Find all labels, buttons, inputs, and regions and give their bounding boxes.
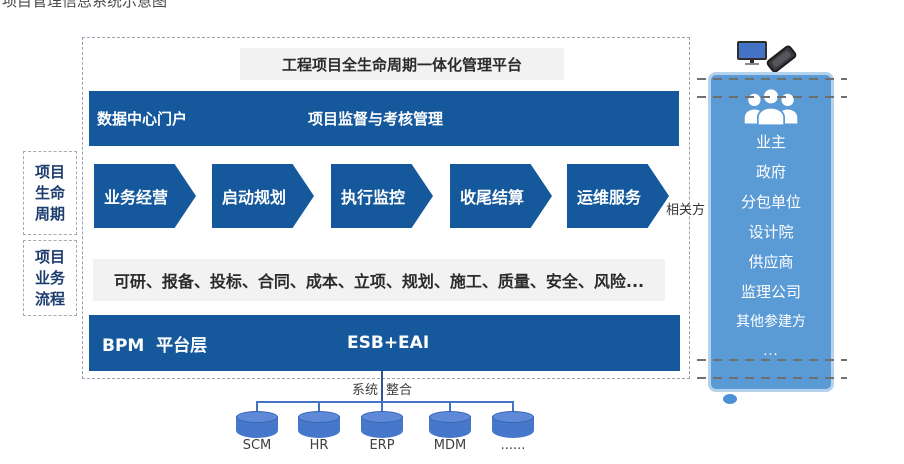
system-label-erp: ERP [369, 438, 395, 453]
panel-dashed-line [697, 96, 847, 98]
stage-label: 执行监控 [340, 188, 405, 207]
stakeholder-design-institute: 设计院 [748, 223, 794, 241]
stage-label: 收尾结算 [459, 188, 524, 207]
stakeholder-more: ... [763, 344, 779, 359]
integration-label-left: 系统 [352, 383, 379, 398]
database-icon-scm [236, 411, 278, 438]
system-label-more: ...... [500, 438, 526, 453]
database-icon-more [492, 411, 534, 438]
systems-connector-line [256, 401, 514, 403]
database-icon-hr [298, 411, 340, 438]
clipped-caption: 项目管理信息系统示意图 [2, 0, 168, 10]
lifecycle-label: 项目生命周期 [34, 162, 65, 223]
supervision-assessment-label: 项目监督与考核管理 [308, 110, 444, 128]
integration-label-right: 整合 [386, 383, 413, 398]
smartphone-icon [765, 43, 798, 75]
stakeholder-other-participants: 其他参建方 [736, 314, 806, 330]
business-process-strip: 可研、报备、投标、合同、成本、立项、规划、施工、质量、安全、风险... [93, 259, 665, 301]
platform-title-box: 工程项目全生命周期一体化管理平台 [240, 48, 564, 80]
stakeholders-note: 相关方 [666, 203, 706, 218]
stage-arrow-closeout-settlement: 收尾结算 [450, 164, 552, 228]
platform-boundary-box [82, 37, 690, 379]
database-icon-erp [361, 411, 403, 438]
stage-arrow-operation-service: 运维服务 [567, 164, 669, 228]
stage-arrow-execution-monitoring: 执行监控 [331, 164, 433, 228]
business-process-label: 项目业务流程 [34, 247, 65, 308]
system-label-mdm: MDM [433, 438, 467, 453]
esb-eai-label: ESB+EAI [347, 333, 430, 353]
integration-stem-line [381, 371, 383, 403]
system-label-hr: HR [309, 438, 329, 453]
stakeholder-government: 政府 [755, 163, 786, 181]
connector-drop [512, 401, 514, 413]
panel-dashed-line [697, 78, 847, 80]
stage-label: 业务经营 [103, 188, 168, 207]
users-icon [744, 87, 798, 127]
platform-title: 工程项目全生命周期一体化管理平台 [281, 55, 522, 74]
stakeholder-owner: 业主 [755, 133, 786, 151]
side-label-lifecycle: 项目生命周期 [23, 151, 77, 235]
panel-decoration [723, 394, 737, 404]
stage-label: 启动规划 [221, 188, 286, 207]
connector-drop [318, 401, 320, 413]
stakeholder-supplier: 供应商 [748, 253, 794, 271]
platform-layer-bar: BPM 平台层 ESB+EAI [89, 315, 680, 371]
stage-arrow-business-operation: 业务经营 [94, 164, 196, 228]
connector-drop [449, 401, 451, 413]
system-label-scm: SCM [242, 438, 272, 453]
connector-drop [381, 401, 383, 413]
stakeholders-panel: 业主 政府 分包单位 设计院 供应商 监理公司 其他参建方 ... [708, 72, 834, 392]
panel-dashed-line [697, 359, 847, 361]
connector-drop [256, 401, 258, 413]
stakeholder-subcontractor: 分包单位 [740, 193, 801, 211]
stage-arrow-initiation-planning: 启动规划 [212, 164, 314, 228]
stakeholder-supervision-company: 监理公司 [740, 283, 801, 301]
monitor-icon [737, 41, 767, 67]
portal-bar: 数据中心门户 项目监督与考核管理 [89, 91, 679, 146]
bpm-layer-label: BPM 平台层 [102, 335, 208, 356]
business-process-items: 可研、报备、投标、合同、成本、立项、规划、施工、质量、安全、风险... [113, 272, 645, 291]
side-label-business-process: 项目业务流程 [23, 240, 77, 316]
database-icon-mdm [429, 411, 471, 438]
data-center-portal-label: 数据中心门户 [97, 110, 188, 128]
panel-dashed-line [697, 377, 847, 379]
stage-label: 运维服务 [576, 188, 641, 207]
